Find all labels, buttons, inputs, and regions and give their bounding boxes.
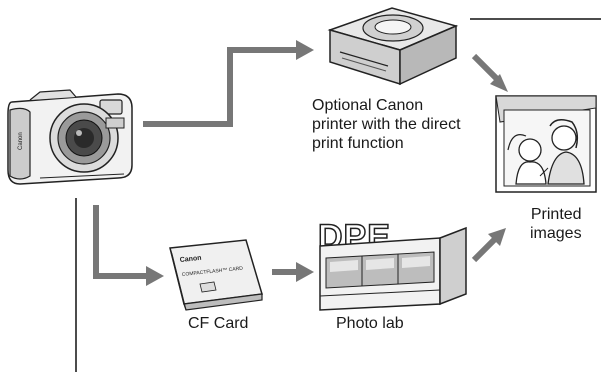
printed-images-icon bbox=[495, 95, 597, 193]
photo-lab-label: Photo lab bbox=[336, 315, 404, 332]
printed-label-line2: images bbox=[530, 225, 582, 242]
printer-label-line2: printer with the direct bbox=[312, 116, 461, 133]
printed-label-line1: Printed bbox=[530, 206, 582, 223]
camera-brand-text: Canon bbox=[18, 132, 24, 150]
arrow-camera-to-card bbox=[93, 205, 148, 279]
printed-images-label: Printed images bbox=[530, 205, 582, 243]
arrowhead-to-lab bbox=[296, 262, 314, 282]
printer-label-line3: print function bbox=[312, 135, 404, 152]
camera-icon: Canon bbox=[7, 89, 133, 185]
arrowhead-to-card bbox=[146, 266, 164, 286]
cf-card-brand-text: Canon bbox=[179, 255, 201, 264]
arrowhead-to-images-top bbox=[490, 74, 508, 92]
photo-lab-icon: DPE bbox=[317, 217, 467, 311]
cf-card-label: CF Card bbox=[188, 315, 249, 332]
printer-icon bbox=[327, 7, 459, 86]
arrow-camera-to-printer bbox=[143, 47, 296, 127]
arrowhead-to-images-bottom bbox=[488, 228, 506, 246]
arrow-printer-to-images bbox=[471, 53, 503, 85]
cf-card-icon: Canon COMPACTFLASH™ CARD bbox=[169, 239, 263, 311]
arrowhead-to-printer bbox=[296, 40, 314, 60]
printer-label-line1: Optional Canon bbox=[312, 97, 424, 114]
printer-label: Optional Canon printer with the direct p… bbox=[312, 96, 461, 153]
arrow-lab-to-images bbox=[471, 235, 499, 263]
